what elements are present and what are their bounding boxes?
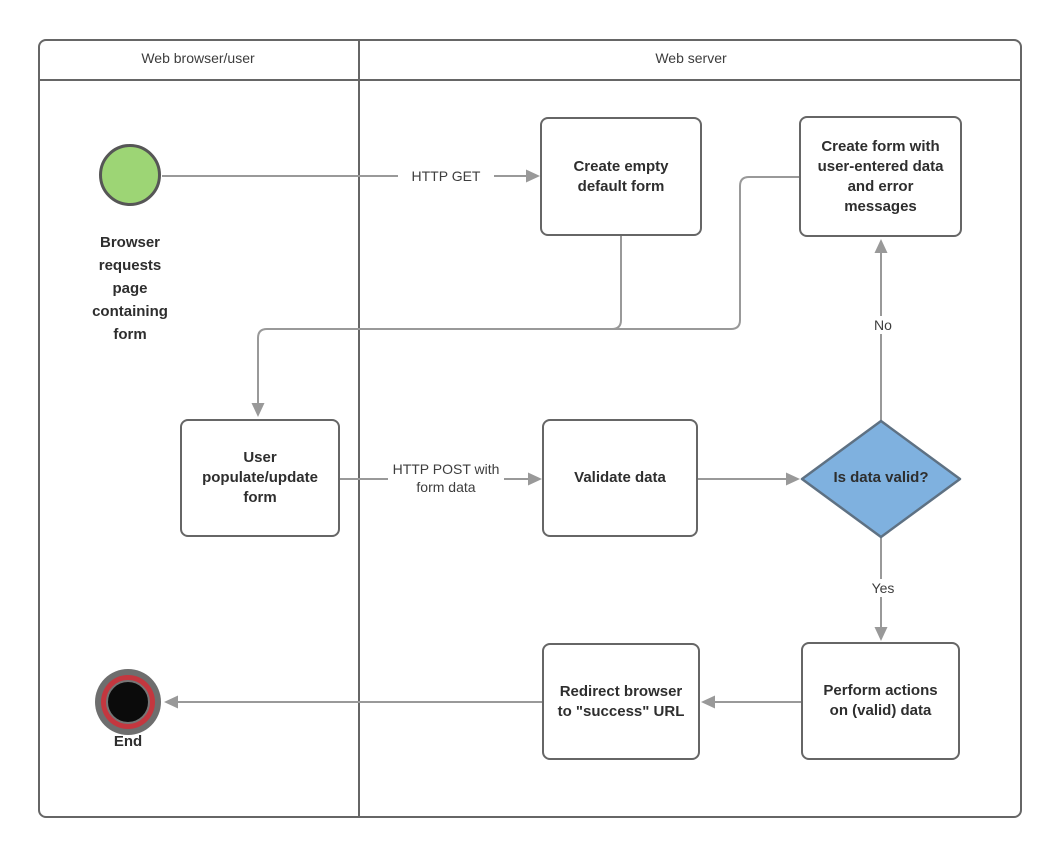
edge-label-http-get: HTTP GET (398, 167, 494, 185)
swimlane-lane-divider (358, 39, 360, 816)
start-node (99, 144, 161, 206)
node-redirect-browser: Redirect browser to "success" URL (542, 643, 700, 760)
decision-label: Is data valid? (833, 469, 929, 486)
lane-header-web-server: Web server (655, 50, 727, 66)
arrowhead-into-end (164, 695, 178, 709)
edge-label-no: No (866, 316, 900, 334)
start-node-label: Browser requests page containing form (92, 234, 168, 343)
edge-label-yes: Yes (864, 579, 902, 597)
arrowhead-into-validate (528, 472, 542, 486)
lane-header-web-browser-user: Web browser/user (141, 50, 255, 66)
arrowhead-into-create-error (874, 239, 888, 253)
edge-create-empty-to-merge (598, 236, 622, 330)
node-user-populate-form: User populate/update form (180, 419, 340, 537)
arrowhead-into-user-populate (251, 403, 265, 417)
end-node (95, 669, 161, 735)
node-perform-actions: Perform actions on (valid) data (801, 642, 960, 760)
arrowhead-into-decision (786, 472, 800, 486)
arrowhead-into-perform (874, 627, 888, 641)
end-node-core (106, 680, 150, 724)
edge-error-form-to-user-populate (257, 176, 799, 404)
node-create-error-form: Create form with user-entered data and e… (799, 116, 962, 237)
decision-diamond (800, 419, 962, 539)
arrowhead-into-create-empty (526, 169, 540, 183)
node-validate-data: Validate data (542, 419, 698, 537)
edge-label-http-post: HTTP POST with form data (388, 460, 504, 496)
end-node-label: End (113, 733, 143, 750)
arrowhead-into-redirect (701, 695, 715, 709)
swimlane-header-divider (38, 79, 1022, 81)
node-create-empty-form: Create empty default form (540, 117, 702, 236)
